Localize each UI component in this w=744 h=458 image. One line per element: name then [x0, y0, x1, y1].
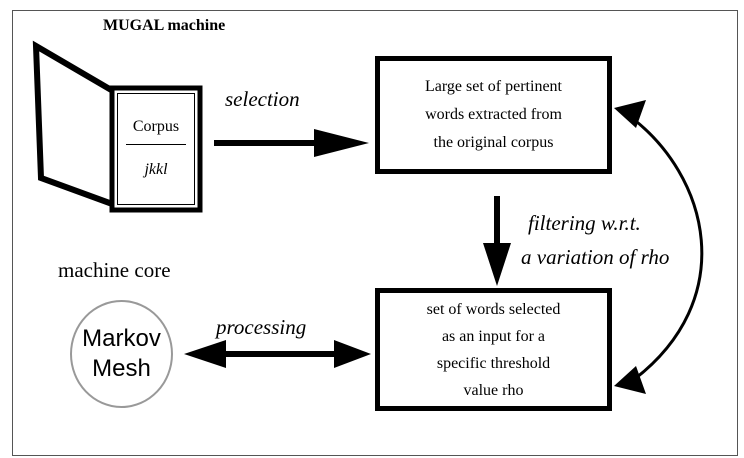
diagram-frame	[12, 10, 738, 456]
markov-label-line-1: Markov	[82, 325, 161, 352]
processing-arrowhead-left	[184, 340, 226, 368]
filtering-arrowhead	[483, 243, 511, 286]
processing-label: processing	[216, 315, 307, 339]
large-set-line-3: the original corpus	[433, 134, 554, 151]
selected-word-set-node: set of words selected as an input for a …	[375, 288, 612, 411]
large-set-line-1: Large set of pertinent	[425, 78, 562, 95]
selection-arrowhead	[314, 129, 369, 157]
large-set-line-2: words extracted from	[425, 106, 562, 123]
selection-label: selection	[225, 87, 300, 111]
diagram-title: MUGAL machine	[103, 17, 226, 34]
markov-mesh-node: Markov Mesh	[70, 300, 173, 408]
filtering-label: filtering w.r.t. a variation of rho	[521, 206, 669, 274]
selected-set-line-1: set of words selected	[426, 300, 561, 318]
corpus-divider	[126, 144, 186, 145]
corpus-title: Corpus	[132, 118, 180, 135]
selected-set-line-4: value rho	[463, 381, 524, 399]
filtering-label-line-2: a variation of rho	[521, 245, 670, 269]
large-word-set-node: Large set of pertinent words extracted f…	[375, 56, 612, 174]
processing-arrowhead-right	[334, 340, 371, 368]
book-cover-icon	[32, 40, 119, 210]
corpus-text: jkkl	[144, 161, 168, 178]
corpus-document: Corpus jkkl	[117, 93, 195, 205]
markov-label-line-2: Mesh	[92, 355, 151, 382]
machine-core-label: machine core	[58, 258, 171, 282]
feedback-arrowhead-top	[614, 100, 646, 128]
feedback-arrowhead-bottom	[614, 366, 646, 394]
feedback-curve	[627, 113, 704, 383]
selected-set-line-3: specific threshold	[436, 354, 551, 372]
selected-set-line-2: as an input for a	[441, 327, 546, 345]
filtering-label-line-1: filtering w.r.t.	[528, 211, 641, 235]
